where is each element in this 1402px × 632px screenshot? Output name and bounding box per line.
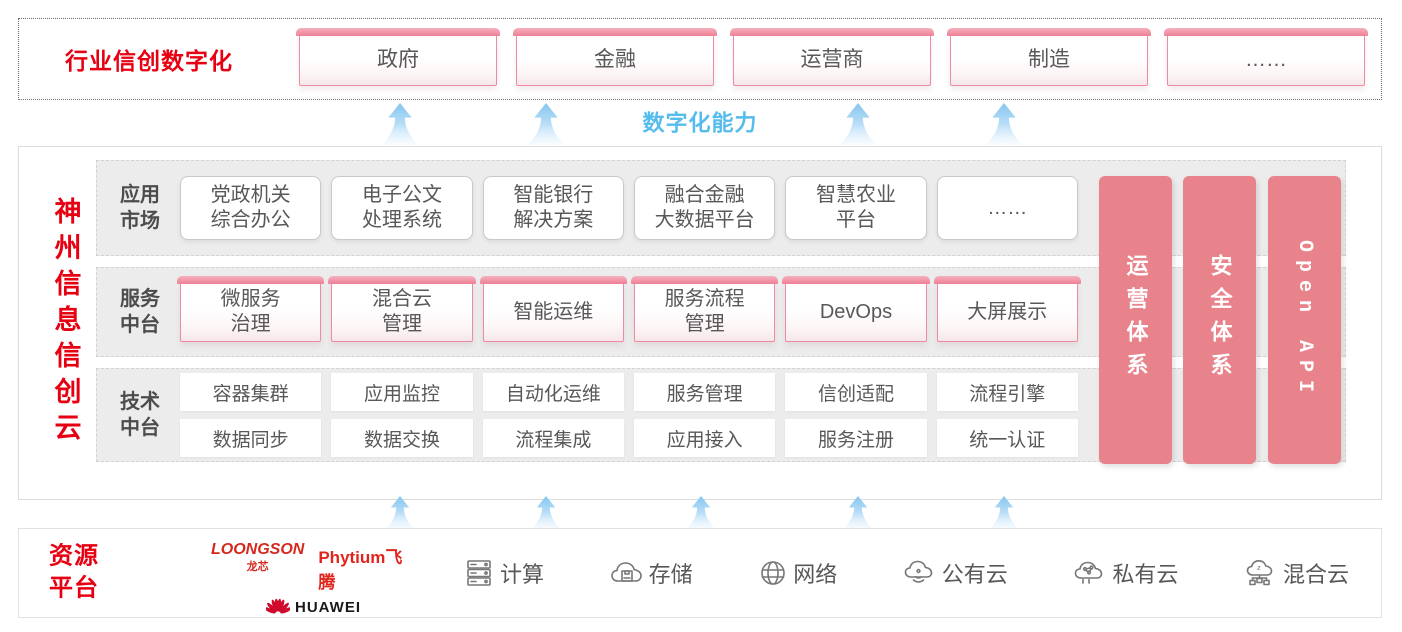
- row-label-tech: 技术 中台: [120, 391, 160, 439]
- svc-box-big-screen: 大屏展示: [933, 276, 1082, 342]
- tech-boxes-grid: 容器集群 应用监控 自动化运维 服务管理 信创适配 流程引擎 数据同步 数据交换…: [180, 373, 1078, 457]
- up-arrow-icon: [843, 496, 873, 529]
- up-arrow-icon: [531, 496, 561, 529]
- xinchuang-cloud-panel: 神州信息信创云 应用 市场 党政机关 综合办公 电子公文 处理系统 智能银行 解…: [18, 146, 1382, 500]
- pillar-security-system: 安全体系: [1183, 176, 1256, 464]
- hybrid-cloud-icon: z: [1246, 560, 1273, 586]
- tech-box-app-access: 应用接入: [633, 419, 776, 457]
- resource-item-hybrid-cloud: z 混合云: [1244, 557, 1349, 589]
- platform-rows: 应用 市场 党政机关 综合办公 电子公文 处理系统 智能银行 解决方案 融合金融…: [96, 160, 1346, 473]
- storage-cloud-icon: [610, 562, 642, 582]
- resource-item-storage: 存储: [610, 557, 693, 589]
- tech-box-data-sync: 数据同步: [180, 419, 322, 457]
- sector-box-manufacturing: 制造: [947, 28, 1151, 86]
- service-boxes: 微服务 治理 混合云 管理 智能运维 服务流程 管理 DevOps 大屏展示: [176, 276, 1082, 342]
- app-box-smart-agriculture: 智慧农业 平台: [785, 176, 927, 240]
- app-box-smart-banking: 智能银行 解决方案: [482, 176, 624, 240]
- resource-item-network: 网络: [758, 557, 837, 589]
- svc-box-devops: DevOps: [782, 276, 930, 342]
- tech-box-service-registry: 服务注册: [785, 419, 927, 457]
- svc-box-microservice-governance: 微服务 治理: [176, 276, 325, 342]
- loongson-logo: LOONGSON 龙芯: [211, 541, 305, 573]
- network-globe-icon: [761, 561, 785, 585]
- tech-box-automated-ops: 自动化运维: [482, 373, 624, 411]
- resource-arrow-band: [0, 496, 1402, 530]
- cloud-side-title-wrap: 神州信息信创云: [39, 147, 93, 499]
- huawei-flower-icon: [266, 598, 290, 614]
- up-arrow-icon: [839, 103, 877, 145]
- cloud-side-title: 神州信息信创云: [50, 197, 81, 449]
- private-cloud-icon: [1075, 561, 1103, 584]
- up-arrow-icon: [527, 103, 565, 145]
- industry-panel-title: 行业信创数字化: [65, 48, 233, 74]
- resource-item-public-cloud: 公有云: [903, 557, 1008, 589]
- capability-label: 数字化能力: [642, 110, 758, 136]
- app-box-party-gov-office: 党政机关 综合办公: [180, 176, 322, 240]
- sector-box-telecom: 运营商: [730, 28, 934, 86]
- row-label-service: 服务 中台: [120, 288, 160, 336]
- sector-box-finance: 金融: [513, 28, 717, 86]
- sector-box-more: ……: [1164, 28, 1368, 86]
- up-arrow-icon: [385, 496, 415, 529]
- tech-box-unified-auth: 统一认证: [936, 419, 1078, 457]
- resource-item-private-cloud: 私有云: [1073, 557, 1178, 589]
- industry-sector-list: 政府 金融 运营商 制造 ……: [296, 28, 1368, 86]
- tech-row-2: 数据同步 数据交换 流程集成 应用接入 服务注册 统一认证: [180, 419, 1078, 457]
- up-arrow-icon: [985, 103, 1023, 145]
- tech-box-data-exchange: 数据交换: [331, 419, 473, 457]
- industry-digitalization-panel: 行业信创数字化 政府 金融 运营商 制造 ……: [18, 18, 1382, 100]
- pillar-open-api: Open API: [1268, 176, 1341, 464]
- svc-box-hybrid-cloud-mgmt: 混合云 管理: [328, 276, 476, 342]
- tech-box-process-engine: 流程引擎: [936, 373, 1078, 411]
- vendor-logos: LOONGSON 龙芯 Phytium飞腾: [211, 541, 416, 616]
- tech-box-service-mgmt: 服务管理: [633, 373, 776, 411]
- app-box-edoc-system: 电子公文 处理系统: [331, 176, 473, 240]
- svc-box-intelligent-ops: 智能运维: [479, 276, 628, 342]
- up-arrow-icon: [989, 496, 1019, 529]
- up-arrow-icon: [381, 103, 419, 145]
- tech-box-container-cluster: 容器集群: [180, 373, 322, 411]
- resource-platform-panel: 资源 平台 LOONGSON 龙芯 Phytium飞腾: [18, 528, 1382, 618]
- app-box-more: ……: [936, 176, 1078, 240]
- up-arrow-icon: [686, 496, 716, 529]
- app-market-boxes: 党政机关 综合办公 电子公文 处理系统 智能银行 解决方案 融合金融 大数据平台…: [180, 176, 1078, 240]
- pillar-operation-system: 运营体系: [1099, 176, 1172, 464]
- svg-text:z: z: [1257, 564, 1261, 572]
- compute-server-icon: [467, 560, 491, 586]
- app-box-finance-bigdata: 融合金融 大数据平台: [633, 176, 776, 240]
- svc-box-service-process-mgmt: 服务流程 管理: [630, 276, 779, 342]
- tech-box-app-monitoring: 应用监控: [331, 373, 473, 411]
- row-tech-platform: 技术 中台 容器集群 应用监控 自动化运维 服务管理 信创适配 流程引擎 数据同…: [96, 368, 1346, 462]
- phytium-logo: Phytium飞腾: [318, 548, 403, 592]
- huawei-logo: HUAWEI: [266, 598, 361, 616]
- public-cloud-icon: [904, 560, 933, 583]
- capability-arrow-band: 数字化能力: [0, 100, 1402, 146]
- resource-item-list: 计算 存储 网络: [463, 557, 1349, 589]
- tech-row-1: 容器集群 应用监控 自动化运维 服务管理 信创适配 流程引擎: [180, 373, 1078, 411]
- sector-box-government: 政府: [296, 28, 500, 86]
- resource-item-compute: 计算: [463, 557, 544, 589]
- resource-panel-title: 资源 平台: [49, 542, 99, 602]
- tech-box-xinchuang-adaptation: 信创适配: [785, 373, 927, 411]
- row-label-app-market: 应用 市场: [120, 184, 160, 232]
- tech-box-process-integration: 流程集成: [482, 419, 624, 457]
